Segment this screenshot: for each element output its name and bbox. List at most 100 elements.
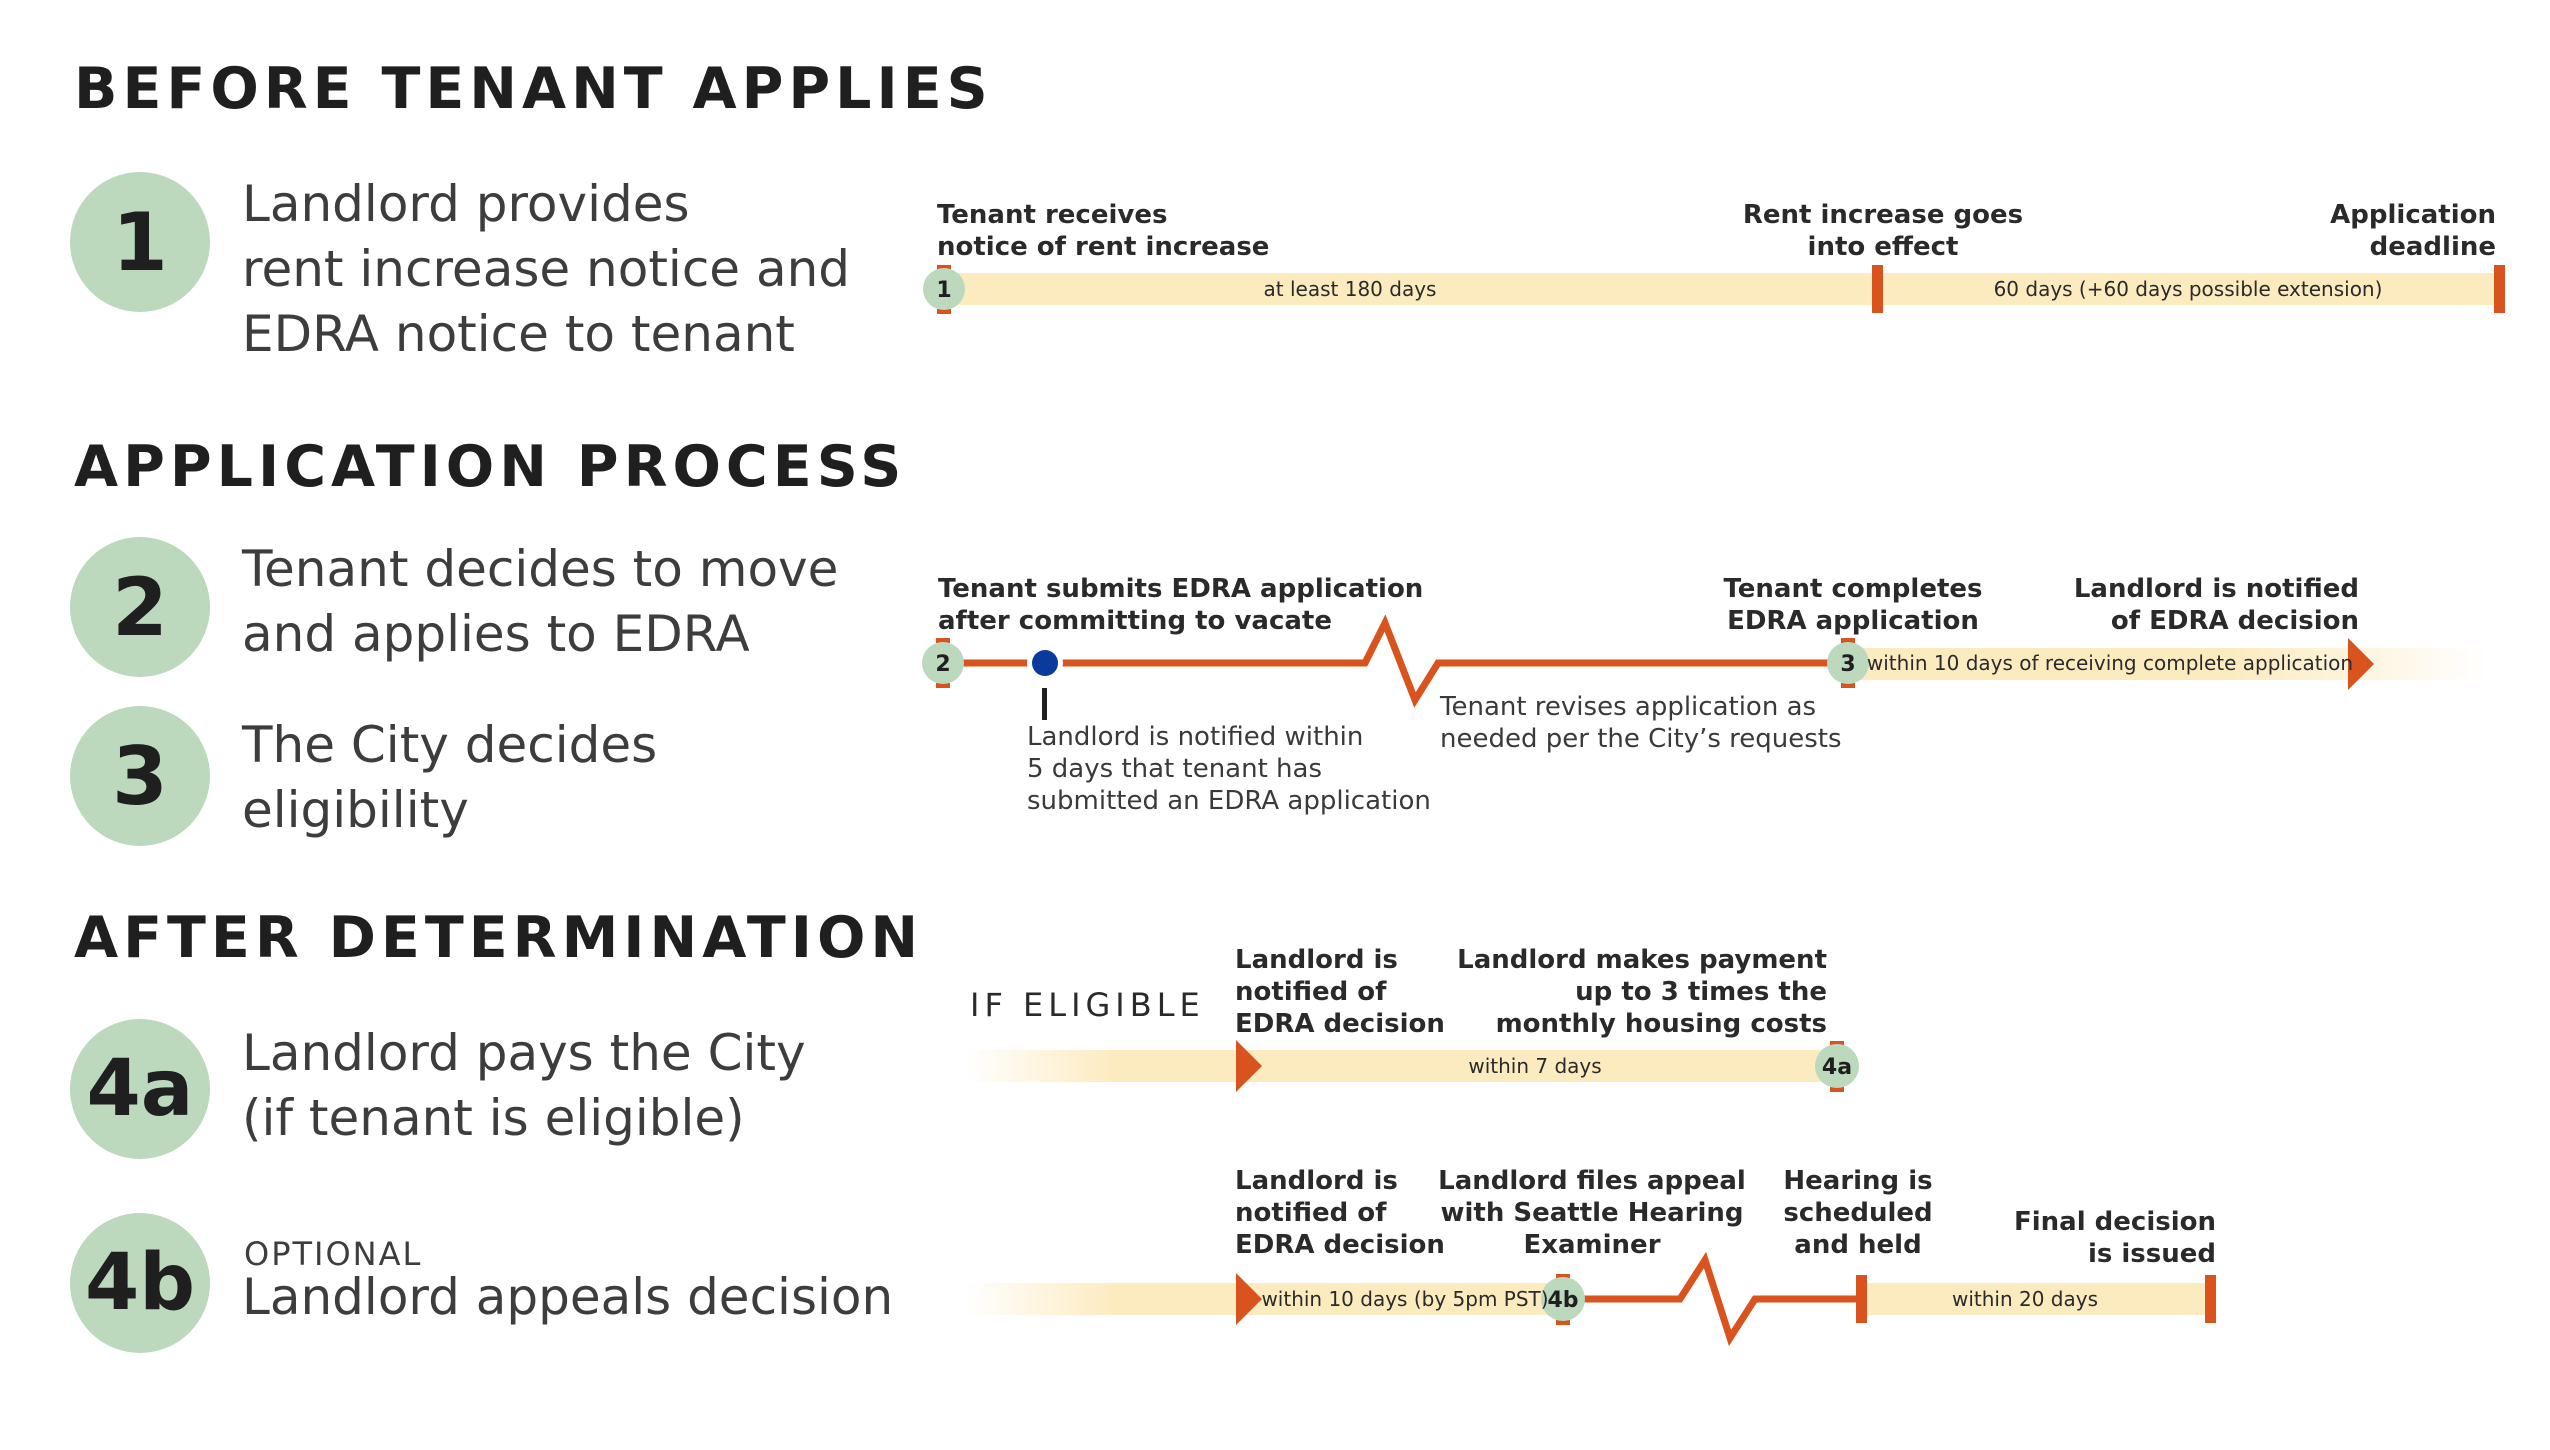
t2-revise-label-1: Tenant revises application as bbox=[1439, 692, 1816, 722]
t4b-hearing-marker bbox=[1856, 1275, 1867, 1323]
t4b-start-label-3: EDRA decision bbox=[1235, 1230, 1445, 1260]
t4b-appeal-label-3: Examiner bbox=[1523, 1230, 1660, 1260]
t1-bar1-label: at least 180 days bbox=[1264, 277, 1437, 301]
t4b-bar2 bbox=[1862, 1283, 2212, 1315]
t4b-hearing-label-1: Hearing is bbox=[1783, 1166, 1932, 1196]
t2-dot-label-1: Landlord is notified within bbox=[1027, 722, 1363, 752]
t4a-end-label-3: monthly housing costs bbox=[1496, 1009, 1827, 1039]
t4a-bar-label: within 7 days bbox=[1468, 1054, 1601, 1078]
t4b-appeal-label-1: Landlord files appeal bbox=[1438, 1166, 1746, 1196]
step-text-1: Landlord provides rent increase notice a… bbox=[242, 172, 850, 367]
t4b-lead-bar bbox=[965, 1283, 1237, 1315]
step-badge-1: 1 bbox=[70, 172, 210, 312]
step-1-line-3: EDRA notice to tenant bbox=[242, 305, 795, 363]
t2-start-label-1: Tenant submits EDRA application bbox=[938, 574, 1423, 604]
t2-bar bbox=[1848, 648, 2488, 680]
t2-node-2 bbox=[922, 642, 964, 684]
t4b-bar2-label: within 20 days bbox=[1952, 1287, 2098, 1311]
t2-complete-label-2: EDRA application bbox=[1727, 606, 1979, 636]
t4b-node-label: 4b bbox=[1547, 1288, 1578, 1313]
t4a-start-label-2: notified of bbox=[1235, 977, 1387, 1007]
t4b-node-tick-top bbox=[1556, 1274, 1570, 1279]
t1-mid-label-1: Rent increase goes bbox=[1743, 200, 2023, 230]
t2-start-label-2: after committing to vacate bbox=[938, 606, 1332, 636]
t4a-node bbox=[1815, 1044, 1859, 1088]
t2-complete-label-1: Tenant completes bbox=[1723, 574, 1982, 604]
t4b-appeal-label-2: with Seattle Hearing bbox=[1440, 1198, 1743, 1228]
timeline-2: 2 3 within 10 days of receiving complete… bbox=[922, 574, 2488, 816]
t4a-node-tick-bottom bbox=[1830, 1087, 1844, 1092]
t4a-node-tick-top bbox=[1830, 1041, 1844, 1046]
step-4b-line-1: Landlord appeals decision bbox=[242, 1268, 894, 1326]
t1-mid-label-2: into effect bbox=[1808, 232, 1959, 262]
t2-notified-label-1: Landlord is notified bbox=[2074, 574, 2359, 604]
t1-node-tick-top bbox=[937, 265, 951, 270]
step-3-line-1: The City decides bbox=[242, 716, 658, 774]
step-3-line-2: eligibility bbox=[242, 781, 469, 839]
t2-node3-tick-top bbox=[1841, 638, 1855, 643]
step-badge-2: 2 bbox=[70, 537, 210, 677]
step-badge-4a: 4a bbox=[70, 1019, 210, 1159]
section-title-before: BEFORE TENANT APPLIES bbox=[74, 56, 993, 122]
t2-node2-tick-bottom bbox=[936, 683, 950, 688]
t4b-appeal-line bbox=[1563, 1251, 1862, 1347]
t2-notified-label-2: of EDRA decision bbox=[2111, 606, 2359, 636]
t2-dot-label-2: 5 days that tenant has bbox=[1027, 754, 1322, 784]
t2-node-3-label: 3 bbox=[1840, 652, 1855, 677]
t4a-arrow bbox=[1236, 1040, 1262, 1092]
t2-node3-tick-bottom bbox=[1841, 683, 1855, 688]
t4a-node-label: 4a bbox=[1822, 1055, 1852, 1080]
t4b-hearing-label-2: scheduled bbox=[1783, 1198, 1932, 1228]
t1-rent-effect-marker bbox=[1872, 265, 1883, 313]
step-text-3: The City decides eligibility bbox=[242, 713, 657, 843]
timeline-1: 1 at least 180 days 60 days (+60 days po… bbox=[923, 200, 2505, 314]
t2-dot-label-3: submitted an EDRA application bbox=[1027, 786, 1431, 816]
t1-node-tick-bottom bbox=[937, 309, 951, 314]
t2-process-line bbox=[943, 614, 1848, 708]
step-4a-line-2: (if tenant is eligible) bbox=[242, 1089, 745, 1147]
t1-bar2-label: 60 days (+60 days possible extension) bbox=[1994, 277, 2383, 301]
t4a-end-label-1: Landlord makes payment bbox=[1457, 945, 1827, 975]
t2-node2-tick-top bbox=[936, 638, 950, 643]
step-2-line-2: and applies to EDRA bbox=[242, 605, 750, 663]
t4b-final-marker bbox=[2205, 1275, 2216, 1323]
step-badge-3: 3 bbox=[70, 706, 210, 846]
t4b-bar1 bbox=[1237, 1283, 1563, 1315]
t1-end-label-1: Application bbox=[2330, 200, 2496, 230]
t4b-arrow bbox=[1236, 1273, 1262, 1325]
t2-node-3 bbox=[1827, 642, 1869, 684]
t1-node-label: 1 bbox=[936, 278, 951, 303]
step-1-line-1: Landlord provides bbox=[242, 175, 690, 233]
section-title-after: AFTER DETERMINATION bbox=[74, 905, 924, 971]
t2-notice-dot bbox=[1032, 650, 1058, 676]
t1-node bbox=[923, 268, 965, 310]
t4a-end-label-2: up to 3 times the bbox=[1575, 977, 1827, 1007]
t4b-bar1-label: within 10 days (by 5pm PST) bbox=[1261, 1287, 1548, 1311]
t1-start-label-2: notice of rent increase bbox=[937, 232, 1269, 262]
t4b-start-label-2: notified of bbox=[1235, 1198, 1387, 1228]
step-2-line-1: Tenant decides to move bbox=[242, 540, 839, 598]
t4a-start-label-1: Landlord is bbox=[1235, 945, 1398, 975]
t4b-node-tick-bottom bbox=[1556, 1320, 1570, 1325]
t4a-bar bbox=[1237, 1050, 1837, 1082]
step-badge-4b: 4b bbox=[70, 1213, 210, 1353]
t2-revise-label-2: needed per the City’s requests bbox=[1440, 724, 1842, 754]
t4a-if-eligible: IF ELIGIBLE bbox=[970, 986, 1205, 1024]
step-1-line-2: rent increase notice and bbox=[242, 240, 851, 298]
t4a-start-label-3: EDRA decision bbox=[1235, 1009, 1445, 1039]
step-4a-line-1: Landlord pays the City bbox=[242, 1024, 806, 1082]
step-text-4a: Landlord pays the City (if tenant is eli… bbox=[242, 1021, 806, 1151]
t1-deadline-marker bbox=[2494, 265, 2505, 313]
t2-arrow bbox=[2348, 638, 2374, 690]
t4b-node bbox=[1541, 1277, 1585, 1321]
t2-node-2-label: 2 bbox=[935, 652, 950, 677]
t1-bar bbox=[945, 273, 2505, 305]
section-title-application: APPLICATION PROCESS bbox=[74, 434, 907, 500]
t4a-lead-bar bbox=[965, 1050, 1237, 1082]
t4b-final-label-2: is issued bbox=[2088, 1239, 2216, 1269]
step-text-2: Tenant decides to move and applies to ED… bbox=[242, 537, 838, 667]
t4b-start-label-1: Landlord is bbox=[1235, 1166, 1398, 1196]
optional-tag: OPTIONAL bbox=[244, 1235, 423, 1273]
t4b-final-label-1: Final decision bbox=[2014, 1207, 2216, 1237]
